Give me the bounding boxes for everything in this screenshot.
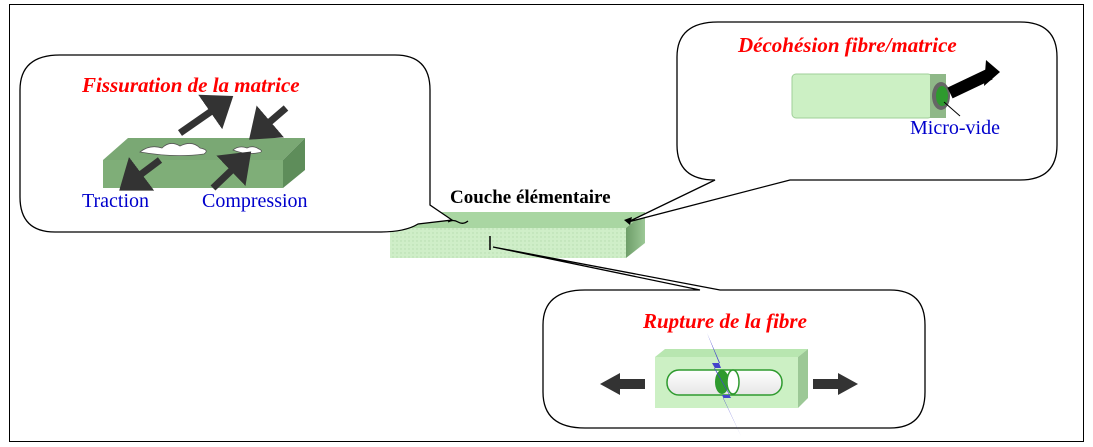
traction-arrows <box>119 94 234 191</box>
matrix-crack-title: Fissuration de la matrice <box>81 73 300 97</box>
compression-label: Compression <box>202 190 308 212</box>
debonding-block <box>791 60 1000 119</box>
fiber-tension-arrows <box>600 373 858 395</box>
matrix-slab <box>103 138 305 188</box>
center-label: Couche élémentaire <box>450 187 611 208</box>
callout-debonding <box>627 21 1058 223</box>
elementary-layer <box>390 212 645 258</box>
compression-arrows <box>210 105 289 191</box>
fiber-break-title: Rupture de la fibre <box>642 309 807 333</box>
traction-label: Traction <box>82 190 149 212</box>
lightning-icon <box>707 333 741 436</box>
debonding-title: Décohésion fibre/matrice <box>737 33 957 57</box>
fiber-block <box>655 349 808 408</box>
micro-void-label: Micro-vide <box>910 117 1000 139</box>
